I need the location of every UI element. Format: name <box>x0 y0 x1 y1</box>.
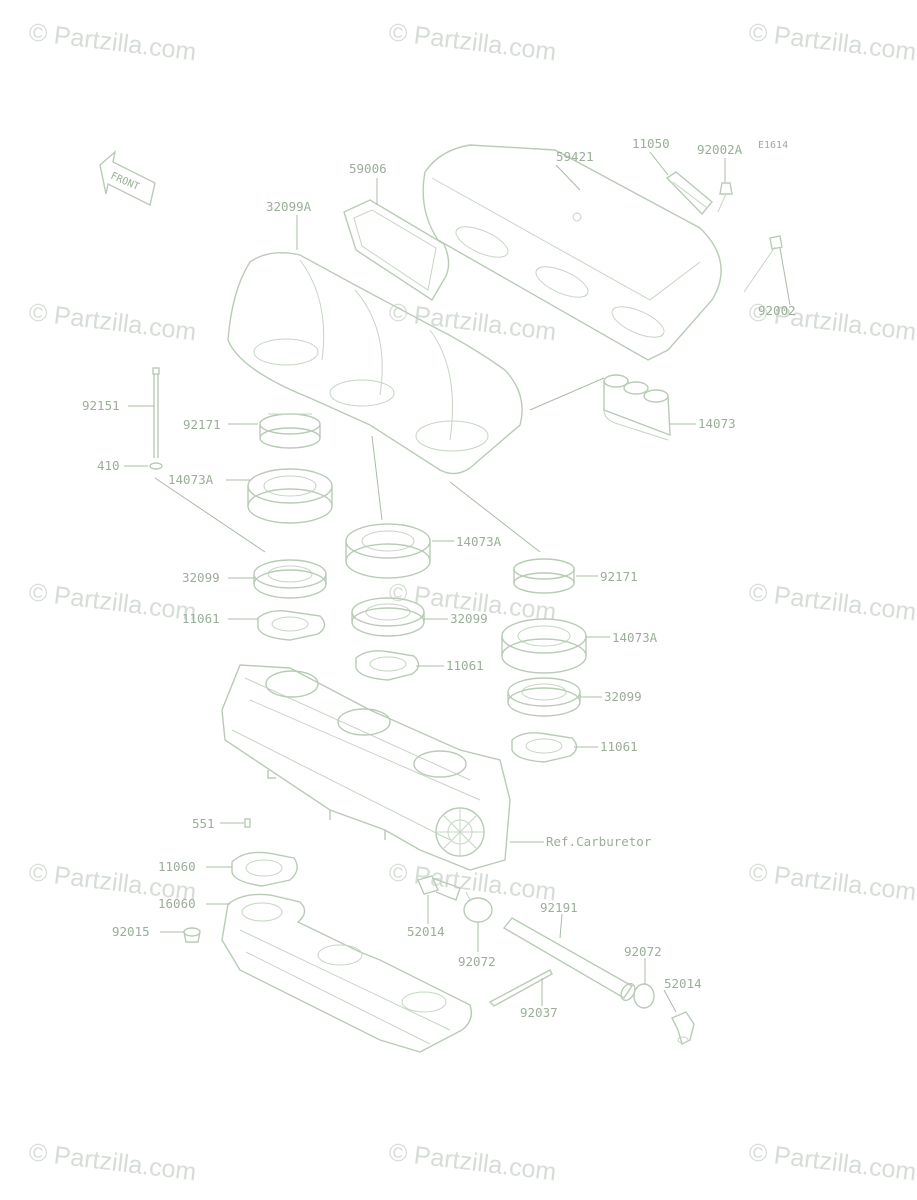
part-label-16060[interactable]: 16060 <box>158 896 196 911</box>
carburetor-assembly <box>221 664 511 871</box>
carburetor-gasket <box>257 610 326 641</box>
part-label-92002a[interactable]: 92002A <box>697 142 743 157</box>
part-label-92171[interactable]: 92171 <box>600 569 638 584</box>
part-label-32099[interactable]: 32099 <box>450 611 488 626</box>
part-label-32099[interactable]: 32099 <box>182 570 220 585</box>
part-label-11061[interactable]: 11061 <box>446 658 484 673</box>
intake-duct <box>501 618 587 674</box>
part-label-92191[interactable]: 92191 <box>540 900 578 915</box>
part-label-92072[interactable]: 92072 <box>458 954 496 969</box>
part-label-14073a[interactable]: 14073A <box>456 534 502 549</box>
hose-fitting <box>671 1011 695 1046</box>
long-bolt <box>152 367 160 458</box>
part-label-14073[interactable]: 14073 <box>698 416 736 431</box>
bolt-small <box>717 182 733 213</box>
part-label-11061[interactable]: 11061 <box>182 611 220 626</box>
bolt-long <box>743 235 783 293</box>
watermark: © Partzilla.com <box>27 18 198 66</box>
hose-clamp <box>513 558 575 594</box>
watermark: © Partzilla.com <box>747 578 917 626</box>
watermark: © Partzilla.com <box>387 298 558 346</box>
front-arrow-icon: FRONT <box>99 150 156 207</box>
intake-manifold <box>221 893 473 1053</box>
part-label-11060[interactable]: 11060 <box>158 859 196 874</box>
gasket-frame <box>343 199 450 301</box>
seal-ring <box>507 677 581 717</box>
part-label-92015[interactable]: 92015 <box>112 924 150 939</box>
part-label-59421[interactable]: 59421 <box>556 149 594 164</box>
leader-lines <box>124 151 791 1013</box>
seal-ring <box>253 559 327 599</box>
intake-duct <box>345 523 431 579</box>
watermark: © Partzilla.com <box>27 298 198 346</box>
part-label-551[interactable]: 551 <box>192 816 215 831</box>
hose-clip <box>633 983 655 1009</box>
watermark: © Partzilla.com <box>747 18 917 66</box>
part-label-92037[interactable]: 92037 <box>520 1005 558 1020</box>
manifold-gasket <box>231 851 298 887</box>
part-label-32099[interactable]: 32099 <box>604 689 642 704</box>
part-label-11050[interactable]: 11050 <box>632 136 670 151</box>
washer <box>149 462 163 470</box>
plenum-housing <box>227 252 523 475</box>
watermark: © Partzilla.com <box>747 1138 917 1186</box>
part-label-92002[interactable]: 92002 <box>758 303 796 318</box>
intake-duct <box>247 468 333 524</box>
part-label-32099a[interactable]: 32099A <box>266 199 312 214</box>
ref-carburetor-label[interactable]: Ref.Carburetor <box>546 834 652 849</box>
part-label-410[interactable]: 410 <box>97 458 120 473</box>
part-label-52014[interactable]: 52014 <box>664 976 702 991</box>
part-label-92072[interactable]: 92072 <box>624 944 662 959</box>
hose-fitting <box>417 875 461 901</box>
air-box-cover <box>422 144 722 361</box>
carburetor-gasket <box>511 732 578 763</box>
dowel-pin <box>244 818 251 828</box>
triple-duct <box>603 374 671 441</box>
drain-hose <box>502 917 636 1002</box>
bracket-plate <box>665 171 713 216</box>
cable-tie <box>488 969 553 1007</box>
part-label-92151[interactable]: 92151 <box>82 398 120 413</box>
watermark: © Partzilla.com <box>27 1138 198 1186</box>
seal-ring <box>351 597 425 637</box>
part-label-92171[interactable]: 92171 <box>183 417 221 432</box>
part-label-59006[interactable]: 59006 <box>349 161 387 176</box>
hose-clamp <box>259 413 321 449</box>
watermark-layer: © Partzilla.com © Partzilla.com © Partzi… <box>27 18 917 1186</box>
part-labels: E1614 59006 59421 11050 92002A 32099A 92… <box>82 136 796 1020</box>
carburetor-gasket <box>355 650 420 681</box>
part-label-11061[interactable]: 11061 <box>600 739 638 754</box>
part-label-14073a[interactable]: 14073A <box>612 630 658 645</box>
watermark: © Partzilla.com <box>27 578 198 626</box>
watermark: © Partzilla.com <box>747 858 917 906</box>
watermark: © Partzilla.com <box>387 1138 558 1186</box>
diagram-code: E1614 <box>758 140 788 151</box>
watermark: © Partzilla.com <box>387 18 558 66</box>
rubber-cap <box>183 927 201 943</box>
part-label-52014[interactable]: 52014 <box>407 924 445 939</box>
part-label-14073a[interactable]: 14073A <box>168 472 214 487</box>
